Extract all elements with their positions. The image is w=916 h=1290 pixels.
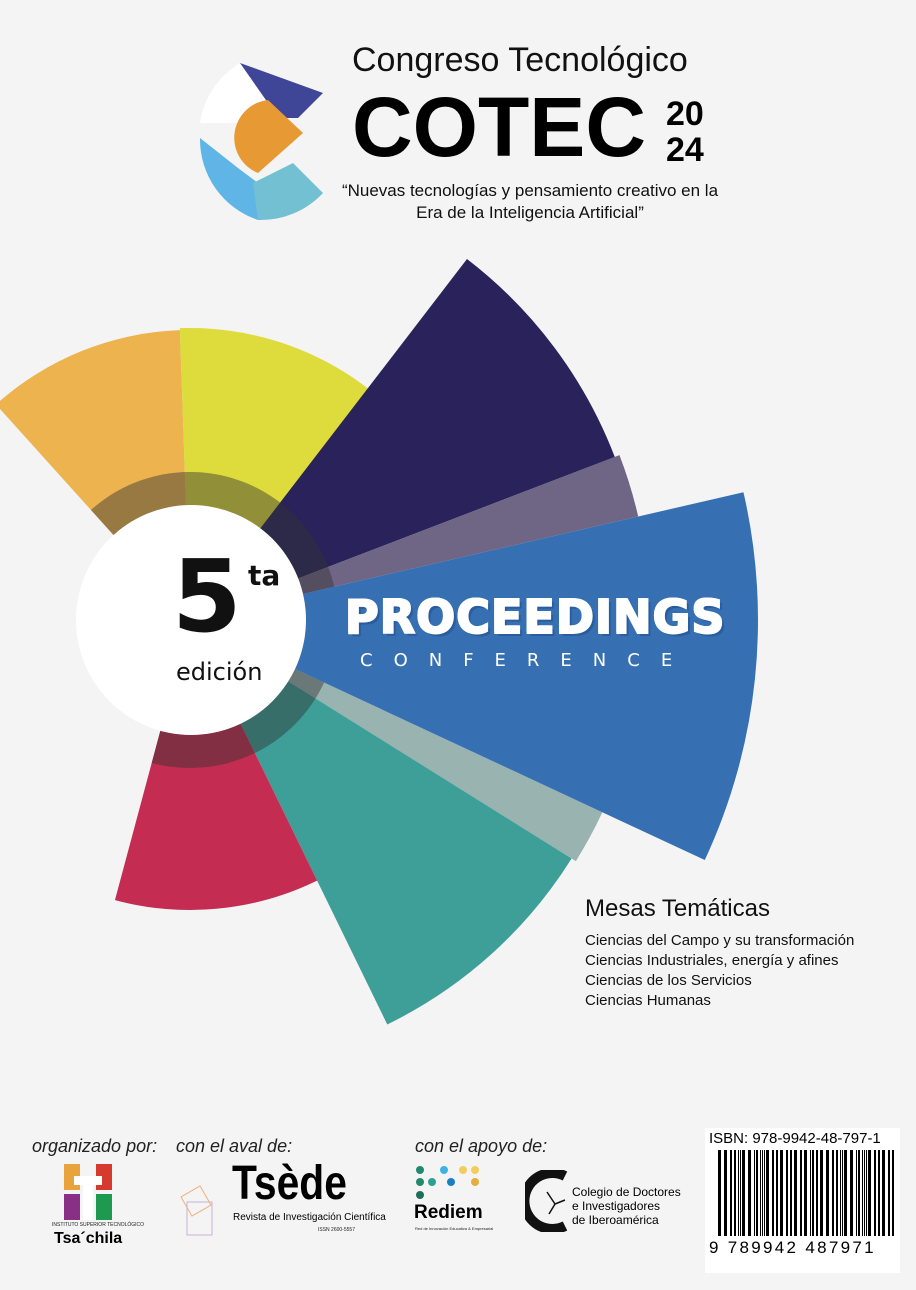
rediem-subtitle: Red de Innovación Educativa & Empresaria…	[415, 1226, 494, 1231]
edition-number: 5	[172, 538, 242, 655]
barcode-bar	[816, 1150, 818, 1236]
aval-label: con el aval de:	[176, 1136, 293, 1156]
fan-wedge-navy	[190, 259, 615, 620]
barcode-bar	[760, 1150, 761, 1236]
tsede-logo-icon	[180, 1185, 213, 1236]
barcode-bar	[790, 1150, 792, 1236]
tsachila-subtitle: INSTITUTO SUPERIOR TECNOLÓGICO	[52, 1222, 145, 1228]
barcode-bar	[742, 1150, 745, 1236]
barcode	[718, 1150, 894, 1236]
thematic-heading: Mesas Temáticas	[585, 895, 770, 922]
barcode-bar	[842, 1150, 843, 1236]
thematic-item: Ciencias Industriales, energía y afines	[585, 952, 839, 969]
barcode-bar	[754, 1150, 755, 1236]
tsede-issn: ISSN 2600-5557	[318, 1227, 355, 1233]
barcode-bar	[882, 1150, 885, 1236]
thematic-item: Ciencias de los Servicios	[585, 972, 752, 989]
tsede-name: Tsède	[232, 1157, 347, 1210]
barcode-bar	[786, 1150, 788, 1236]
congress-title: Congreso Tecnológico	[352, 41, 688, 79]
thematic-tables: Mesas Temáticas Ciencias del Campo y su …	[585, 895, 854, 1011]
barcode-digits: 9 789942 487971	[707, 1238, 878, 1258]
barcode-bar	[724, 1150, 727, 1236]
barcode-bar	[748, 1150, 751, 1236]
barcode-bar	[794, 1150, 797, 1236]
fan-wedge-gray	[190, 620, 603, 862]
barcode-bar	[878, 1150, 880, 1236]
barcode-bar	[820, 1150, 823, 1236]
barcode-bar	[864, 1150, 865, 1236]
barcode-bar	[832, 1150, 834, 1236]
thematic-item: Ciencias Humanas	[585, 992, 711, 1009]
fan-wedge-crimson	[114, 620, 318, 910]
barcode-bar	[738, 1150, 739, 1236]
barcode-bar	[766, 1150, 769, 1236]
colegio-line: de Iberoamérica	[572, 1213, 659, 1227]
edition-badge	[76, 505, 306, 735]
barcode-bar	[734, 1150, 736, 1236]
barcode-bar	[850, 1150, 853, 1236]
isbn: ISBN: 978-9942-48-797-1	[709, 1130, 881, 1147]
colegio-line: e Investigadores	[572, 1199, 661, 1213]
fan-wedge-blue	[190, 492, 758, 861]
brand-name: COTEC	[352, 80, 646, 174]
rediem-logo-icon	[416, 1166, 479, 1199]
colegio-logo-icon	[525, 1170, 568, 1232]
barcode-bar	[874, 1150, 876, 1236]
tsachila-logo-icon	[64, 1164, 112, 1220]
fan-wedge-teal	[190, 620, 572, 1025]
barcode-bar	[810, 1150, 811, 1236]
barcode-bar	[836, 1150, 838, 1236]
barcode-bar	[866, 1150, 867, 1236]
edition-superscript: ta	[248, 559, 281, 592]
barcode-bar	[730, 1150, 732, 1236]
colegio-line: Colegio de Doctores	[572, 1185, 681, 1199]
cotec-logo-icon	[199, 63, 323, 221]
barcode-bar	[868, 1150, 871, 1236]
fan-wedge-mauve	[190, 455, 639, 620]
barcode-bar	[804, 1150, 807, 1236]
barcode-bar	[764, 1150, 765, 1236]
slogan: “Nuevas tecnologías y pensamiento creati…	[341, 181, 719, 222]
edition-label: edición	[176, 658, 263, 686]
organized-label: organizado por:	[32, 1136, 158, 1156]
barcode-bar	[756, 1150, 758, 1236]
barcode-bar	[718, 1150, 721, 1236]
tsede-subtitle: Revista de Investigación Científica	[233, 1212, 386, 1223]
barcode-bar	[800, 1150, 802, 1236]
barcode-bar	[840, 1150, 841, 1236]
barcode-bar	[762, 1150, 763, 1236]
barcode-bar	[844, 1150, 847, 1236]
support-label: con el apoyo de:	[415, 1136, 548, 1156]
rediem-name: Rediem	[414, 1202, 483, 1223]
barcode-bar	[888, 1150, 890, 1236]
barcode-bar	[772, 1150, 774, 1236]
colegio-name: Colegio de Doctores e Investigadores de …	[572, 1185, 681, 1227]
year-bottom: 24	[666, 131, 704, 169]
barcode-bar	[892, 1150, 894, 1236]
barcode-bar	[862, 1150, 863, 1236]
year-top: 20	[666, 95, 704, 133]
proceedings-title: PROCEEDINGS	[344, 589, 726, 645]
barcode-bar	[856, 1150, 857, 1236]
barcode-bar	[740, 1150, 741, 1236]
barcode-bar	[780, 1150, 783, 1236]
tsachila-name: Tsa´chila	[54, 1230, 123, 1247]
conference-subtitle: CONFERENCE	[360, 650, 694, 671]
barcode-bar	[776, 1150, 778, 1236]
barcode-bar	[826, 1150, 829, 1236]
barcode-bar	[812, 1150, 814, 1236]
barcode-bar	[858, 1150, 860, 1236]
thematic-item: Ciencias del Campo y su transformación	[585, 932, 855, 949]
